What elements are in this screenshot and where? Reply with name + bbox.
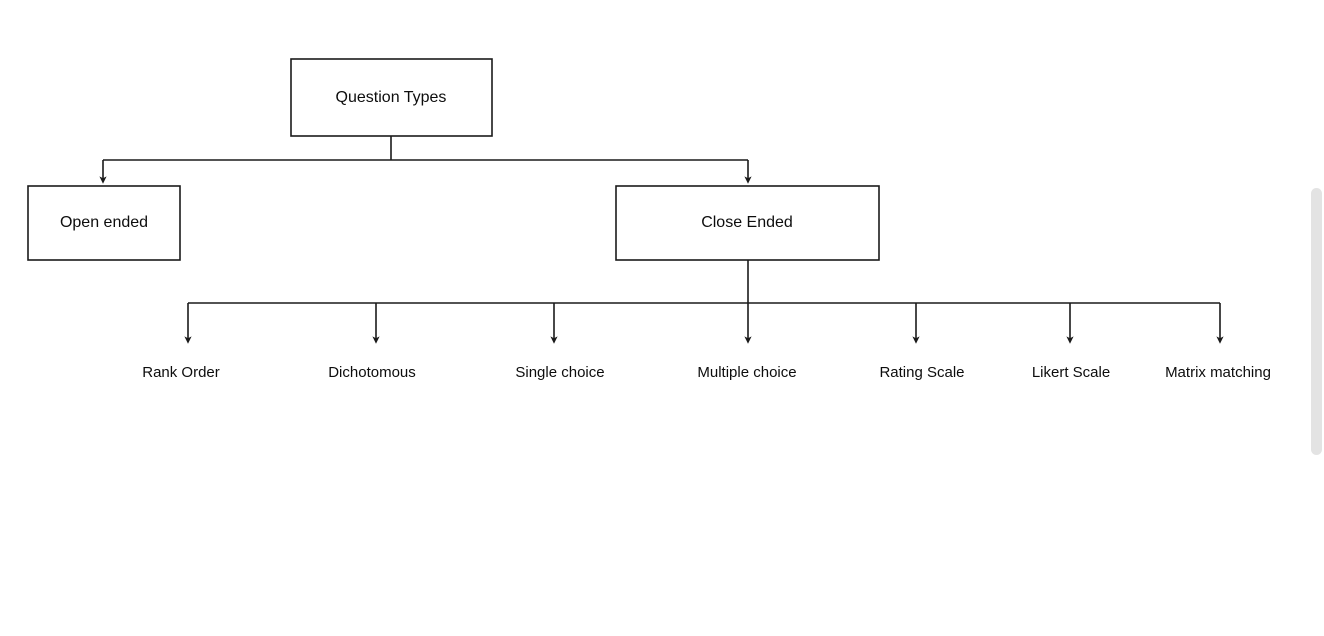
connector-group-close-ended-to-level3 bbox=[184, 260, 1224, 344]
node-question-types[interactable]: Question Types bbox=[290, 58, 493, 137]
leaf-likert-scale[interactable]: Likert Scale bbox=[1032, 364, 1110, 381]
node-question-types-label: Question Types bbox=[336, 89, 447, 106]
leaf-multiple-choice[interactable]: Multiple choice bbox=[697, 364, 796, 381]
leaf-matrix-matching[interactable]: Matrix matching bbox=[1165, 364, 1271, 381]
node-close-ended-box[interactable] bbox=[615, 185, 880, 261]
node-open-ended[interactable]: Open ended bbox=[27, 185, 181, 261]
leaf-rank-order[interactable]: Rank Order bbox=[142, 364, 220, 381]
vertical-scrollbar-thumb[interactable] bbox=[1311, 188, 1322, 455]
leaf-single-choice[interactable]: Single choice bbox=[515, 364, 604, 381]
vertical-scrollbar-track[interactable] bbox=[1309, 0, 1324, 636]
leaf-rating-scale[interactable]: Rating Scale bbox=[879, 364, 964, 381]
node-close-ended-label: Close Ended bbox=[701, 214, 793, 231]
node-question-types-box[interactable] bbox=[290, 58, 493, 137]
node-close-ended[interactable]: Close Ended bbox=[615, 185, 880, 261]
leaf-dichotomous[interactable]: Dichotomous bbox=[328, 364, 416, 381]
node-open-ended-label: Open ended bbox=[60, 214, 148, 231]
connector-group-root-to-level2 bbox=[99, 136, 752, 184]
node-open-ended-box[interactable] bbox=[27, 185, 181, 261]
leaf-label-group: Rank Order Dichotomous Single choice Mul… bbox=[142, 364, 1271, 381]
